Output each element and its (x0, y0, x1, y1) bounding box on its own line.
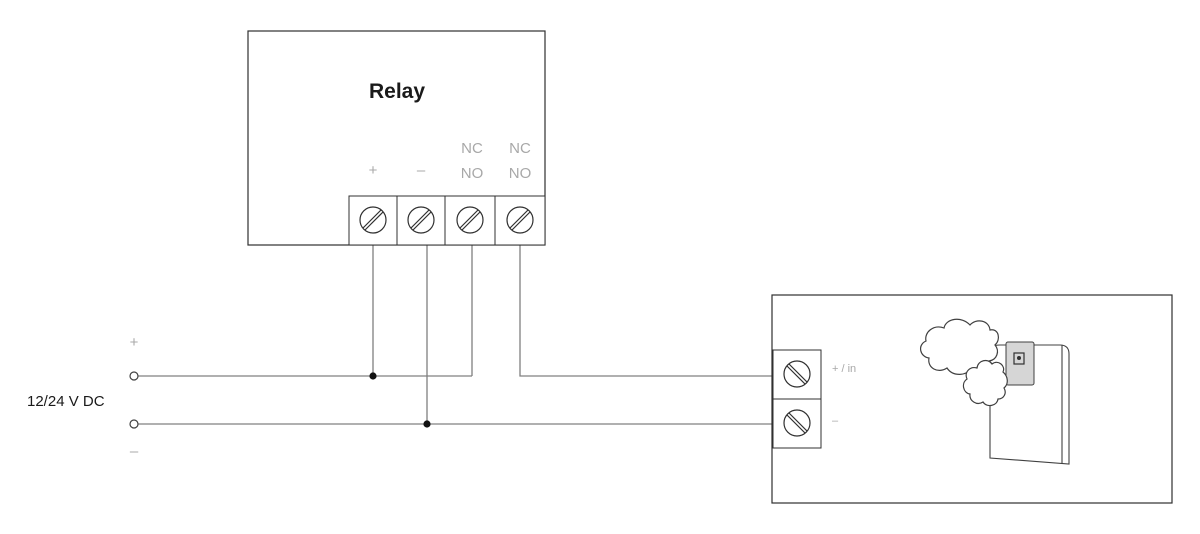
relay-terminal-1-label: + (369, 162, 378, 179)
detector-terminal-1-label: + / in (832, 363, 856, 375)
detector-panel: + / in – (771, 294, 1173, 504)
wires (136, 245, 773, 425)
power-plus-label: + (130, 334, 139, 351)
relay-screw-4-icon (506, 206, 534, 234)
power-supply: + 12/24 V DC – (27, 334, 139, 460)
smoke-detector-icon (920, 318, 1070, 465)
wire-relay-contact-2 (519, 245, 773, 377)
relay-terminal-2-label: – (417, 162, 426, 179)
power-minus-terminal (129, 419, 139, 429)
detector-screw-1-icon (783, 360, 811, 388)
power-supply-label: 12/24 V DC (27, 393, 105, 410)
power-minus-label: – (130, 443, 139, 460)
relay-screw-3-icon (456, 206, 484, 234)
detector-screw-2-icon (783, 409, 811, 437)
relay-screw-1-icon (359, 206, 387, 234)
relay-screw-2-icon (407, 206, 435, 234)
relay-terminal-3-label: NC (461, 140, 483, 157)
relay: Relay + – NC NO NC NO (247, 30, 546, 246)
junction-positive (369, 372, 377, 380)
relay-title: Relay (369, 80, 425, 103)
junction-negative (423, 420, 431, 428)
detector-terminal-2-label: – (832, 415, 839, 427)
relay-terminal-4-label: NC (509, 140, 531, 157)
power-plus-terminal (129, 371, 139, 381)
relay-terminal-4-label2: NO (509, 165, 532, 182)
relay-terminal-3-label2: NO (461, 165, 484, 182)
